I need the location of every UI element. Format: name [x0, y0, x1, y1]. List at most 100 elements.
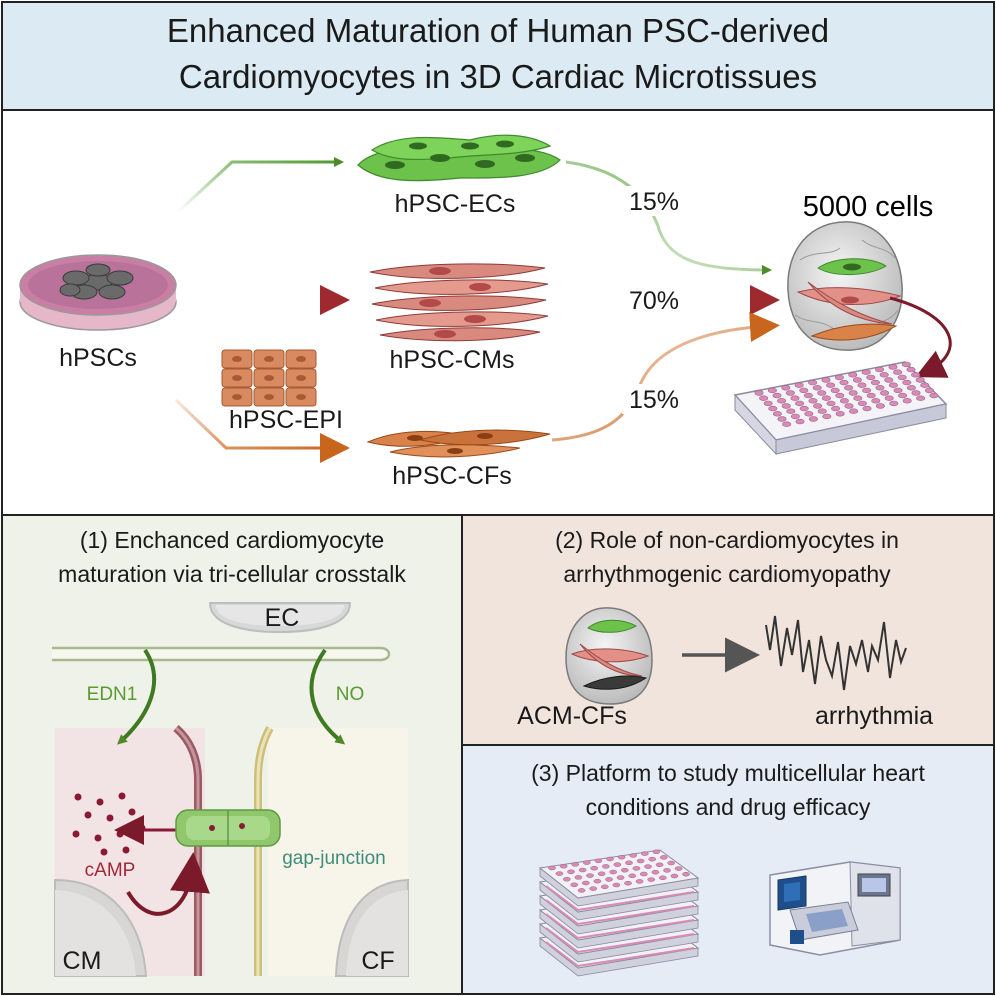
well — [782, 421, 792, 427]
cm-label: CM — [63, 947, 102, 975]
well — [826, 400, 836, 407]
epicardial-cells-icon — [221, 349, 317, 407]
well — [848, 372, 858, 378]
well — [589, 886, 598, 891]
well — [670, 873, 679, 879]
well — [577, 888, 586, 893]
well — [795, 418, 805, 425]
ec-percent-label: 15% — [629, 188, 679, 216]
well — [548, 865, 556, 871]
well — [916, 395, 926, 401]
well — [920, 382, 930, 388]
cf-label: CF — [361, 947, 394, 975]
well — [794, 382, 804, 388]
plate-reader-icon — [769, 861, 901, 956]
gap-junction-label: gap-junction — [282, 848, 386, 869]
well — [574, 875, 583, 880]
microtissue-icon — [787, 221, 903, 351]
well — [651, 869, 660, 875]
well — [578, 867, 587, 873]
well — [879, 372, 889, 378]
arrow-to-cfs — [174, 398, 350, 463]
well — [839, 398, 849, 404]
well — [906, 385, 916, 391]
well — [813, 403, 823, 409]
well-plate-icon — [733, 361, 948, 456]
well — [790, 395, 800, 401]
well — [571, 862, 580, 867]
well — [817, 408, 827, 414]
well — [648, 856, 657, 862]
well — [849, 408, 859, 414]
well — [821, 395, 831, 401]
stacked-plate — [538, 849, 700, 907]
well — [808, 379, 818, 386]
well — [897, 374, 907, 381]
well — [632, 866, 641, 871]
well — [616, 875, 625, 880]
well — [609, 869, 618, 875]
well — [821, 377, 831, 383]
panel3-title-line2: conditions and drug efficacy — [586, 794, 871, 820]
well — [826, 382, 836, 388]
hpsc-cms-label: hPSC-CMs — [389, 346, 514, 374]
well — [893, 369, 903, 375]
well — [857, 400, 867, 407]
page-title-line1: Enhanced Maturation of Human PSC-derived — [167, 12, 829, 49]
well — [866, 392, 876, 399]
well — [581, 880, 590, 886]
well — [605, 877, 613, 882]
well — [835, 411, 845, 417]
well — [812, 385, 822, 391]
well — [640, 851, 649, 856]
well — [822, 413, 832, 420]
ec-label: EC — [265, 604, 300, 632]
well — [844, 403, 854, 409]
ec-cell-icon — [208, 602, 352, 634]
panel2-title-line1: (2) Role of non-cardiomyocytes in — [555, 527, 899, 553]
well — [799, 387, 809, 394]
well — [754, 390, 764, 396]
well — [567, 869, 575, 875]
well — [862, 405, 872, 412]
well — [594, 858, 603, 864]
well — [674, 866, 683, 871]
well — [888, 364, 898, 370]
well — [898, 392, 908, 399]
well — [862, 387, 872, 394]
arrow-to-ecs — [176, 157, 344, 214]
well — [617, 854, 626, 860]
well — [767, 387, 777, 394]
well — [777, 398, 787, 404]
well — [803, 392, 813, 399]
well — [875, 403, 885, 409]
well — [613, 862, 622, 867]
gap-junction-icon — [175, 809, 281, 847]
arrhythmia-trace — [765, 615, 907, 691]
well — [884, 377, 894, 383]
well — [817, 390, 827, 396]
stacked-well-plates-icon — [538, 849, 700, 977]
well — [763, 400, 773, 407]
microtissue-cell-count: 5000 cells — [803, 191, 934, 223]
well — [625, 860, 633, 866]
cm-percent-bg — [622, 285, 684, 315]
cardiomyocytes-icon — [369, 263, 549, 342]
well — [601, 864, 610, 869]
well — [889, 400, 899, 407]
well — [781, 403, 791, 409]
well — [644, 864, 652, 869]
page-title-line2: Cardiomyocytes in 3D Cardiac Microtissue… — [179, 58, 817, 95]
edn1-label: EDN1 — [87, 684, 138, 705]
well — [804, 411, 814, 417]
well — [861, 369, 871, 375]
hpsc-ecs-label: hPSC-ECs — [395, 190, 516, 218]
cf-percent-bg — [622, 384, 684, 414]
well — [772, 411, 782, 417]
well — [624, 880, 632, 886]
well — [795, 400, 805, 407]
hpsc-cfs-label: hPSC-CFs — [392, 462, 511, 490]
well — [582, 860, 591, 865]
